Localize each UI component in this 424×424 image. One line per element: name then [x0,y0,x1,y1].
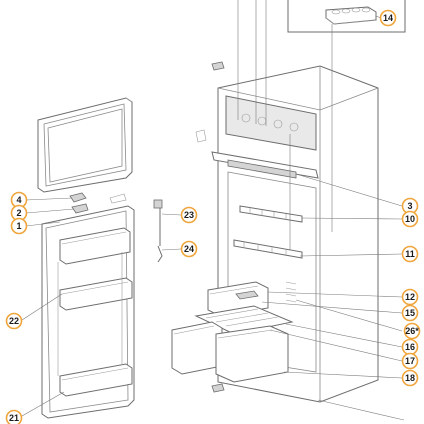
callout-circle [5,312,23,330]
callout-label: 22 [9,316,19,326]
callout-15: 15 [401,304,419,322]
callout-label: 17 [405,356,415,366]
callout-label: 18 [405,373,415,383]
callout-circle [401,245,419,263]
callout-circle [5,409,23,424]
callout-circle [401,288,419,306]
callout-10: 10 [401,210,419,228]
callout-circle [403,322,421,340]
callout-label: 4 [16,195,21,205]
callout-label: 14 [383,13,393,23]
callout-26: 26* [403,322,421,340]
callout-circle [180,206,198,224]
callout-23: 23 [180,206,198,224]
callout-12: 12 [401,288,419,306]
callout-circle [401,352,419,370]
callout-label: 21 [9,413,19,423]
callout-circle [379,9,397,27]
vegetable-drawer-left [171,321,223,375]
inset-box [287,0,406,33]
callout-11: 11 [401,245,419,263]
callout-2: 2 [10,204,28,222]
callout-circle [180,240,198,258]
callout-circle [401,304,419,322]
callout-label: 16 [405,342,415,352]
callout-circle [10,217,28,235]
callout-22: 22 [5,312,23,330]
callout-label: 15 [405,308,415,318]
fridge-door [41,205,135,419]
callout-16: 16 [401,338,419,356]
callout-label: 12 [405,292,415,302]
callout-18: 18 [401,369,419,387]
callout-label: 26* [405,326,419,336]
callout-14: 14 [379,9,397,27]
callout-3: 3 [401,197,419,215]
callout-label: 2 [16,208,21,218]
callout-label: 23 [184,210,194,220]
callout-circle [401,210,419,228]
egg-tray-part [325,6,377,25]
callout-label: 1 [16,221,21,231]
callout-label: 3 [407,201,412,211]
callout-label: 11 [405,249,415,259]
top-hinge-part [195,61,225,393]
callout-24: 24 [180,240,198,258]
sensor-cable-part [153,199,163,263]
guide-lines [237,0,333,250]
callout-1: 1 [10,217,28,235]
hinge-bracket-part [69,192,127,214]
callout-21: 21 [5,409,23,424]
vegetable-drawer-right [215,325,289,383]
leader-lines [21,173,405,421]
freezer-door-frame [37,97,133,193]
callout-17: 17 [401,352,419,370]
callout-label: 24 [184,244,194,254]
callout-label: 10 [405,214,415,224]
callout-circle [401,369,419,387]
